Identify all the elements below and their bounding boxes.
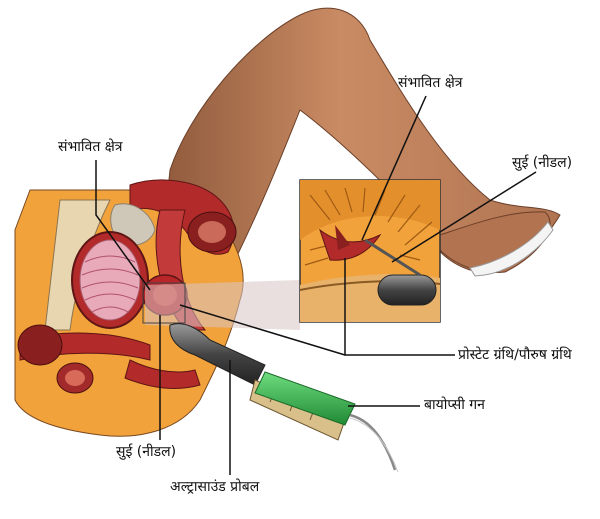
pointer-needle-right xyxy=(391,171,537,263)
label-ultrasound-probe: अल्ट्रासाउंड प्रोबल xyxy=(170,479,260,495)
label-possible-area-left: संभावित क्षेत्र xyxy=(58,139,123,155)
pointer-lines xyxy=(95,95,537,475)
anal-canal xyxy=(124,359,201,390)
label-needle-right: सुई (नीडल) xyxy=(512,155,573,171)
label-prostate-gland: प्रोस्टेट ग्रंथि/पौरुष ग्रंथि xyxy=(458,347,572,363)
thigh xyxy=(159,7,561,271)
bladder-inner xyxy=(79,239,141,321)
pointer-prostate-to-gland xyxy=(179,304,346,356)
biopsy-gun-device xyxy=(249,371,399,473)
sole xyxy=(469,221,554,277)
ultrasound-probe xyxy=(169,323,266,386)
label-possible-area-right: संभावित क्षेत्र xyxy=(398,75,463,91)
pointer-possible-area-left xyxy=(95,160,151,291)
zoom-projection xyxy=(145,280,300,330)
pubic-bone xyxy=(17,324,63,366)
bowel-loop-inner xyxy=(198,221,226,243)
inset-zoom-view xyxy=(299,179,441,323)
label-needle-bottom: सुई (नीडल) xyxy=(116,444,177,460)
pointer-possible-area-right xyxy=(361,95,427,241)
label-biopsy-gun: बायोप्सी गन xyxy=(424,397,485,413)
zoom-source-box xyxy=(142,282,186,324)
